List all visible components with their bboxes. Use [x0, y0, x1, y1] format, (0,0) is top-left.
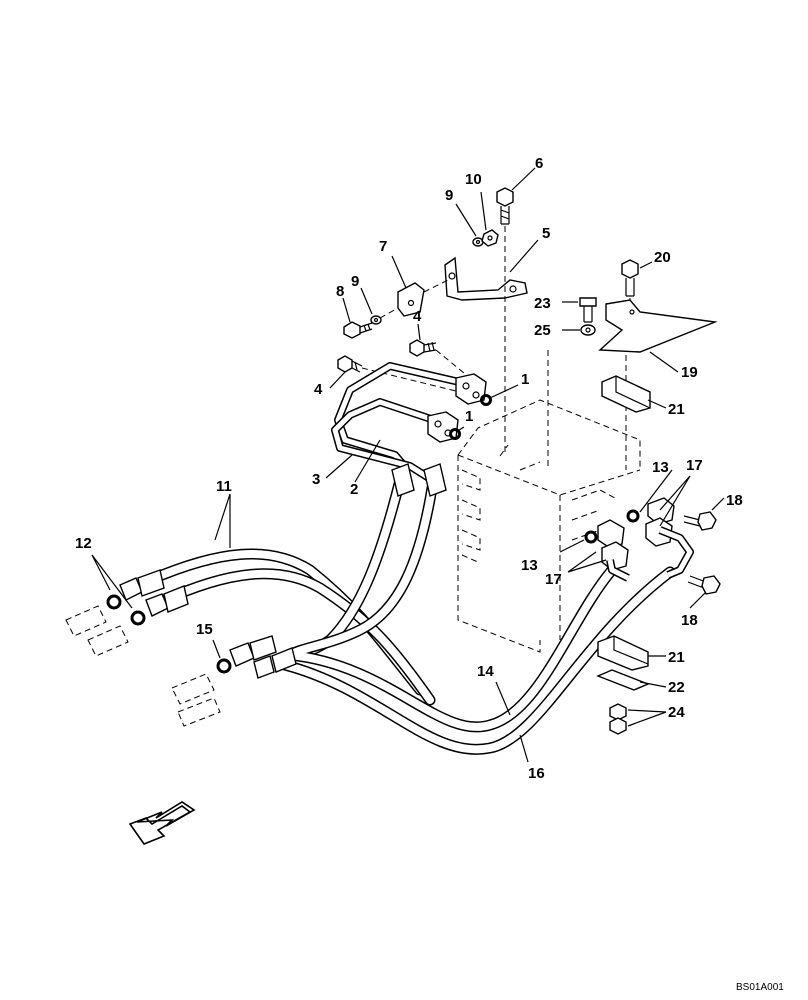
leader-lines [91, 167, 725, 763]
callout-23: 23 [534, 295, 551, 312]
bracket-19 [598, 299, 718, 353]
o-ring-1-upper [480, 394, 492, 406]
callout-4-upper: 4 [413, 308, 422, 325]
callout-14: 14 [477, 663, 494, 680]
callout-18-lower: 18 [681, 612, 698, 629]
pipe-3 [334, 362, 469, 478]
hose-11 [144, 548, 436, 706]
callout-8: 8 [336, 283, 344, 300]
o-ring-12-upper [106, 594, 122, 610]
callout-17-upper: 17 [686, 457, 703, 474]
nut-10 [481, 229, 499, 247]
hose-end-fittings-12 [119, 569, 189, 617]
bolt-4-axes [361, 349, 471, 393]
callout-20: 20 [654, 249, 671, 266]
callout-25: 25 [534, 322, 551, 339]
callout-9-top: 9 [445, 187, 453, 204]
callout-21-lower: 21 [668, 649, 685, 666]
bracket-5 [444, 256, 528, 301]
washer-9-left [370, 315, 382, 325]
callout-7: 7 [379, 238, 387, 255]
bolt-4-upper [409, 339, 437, 357]
bolt-20 [621, 259, 639, 297]
callout-10: 10 [465, 171, 482, 188]
callout-11: 11 [216, 478, 232, 495]
right-pipes [606, 526, 694, 582]
hose-end-fittings-15 [229, 635, 297, 679]
callout-18-upper: 18 [726, 492, 743, 509]
bolt-8 [343, 321, 373, 339]
callout-labels: 1 1 2 3 4 4 5 6 7 8 9 9 10 11 12 13 13 1… [75, 155, 743, 782]
o-ring-1-lower [449, 428, 461, 440]
nuts-24 [609, 703, 627, 735]
hose-16 [279, 474, 676, 755]
callout-17-lower: 17 [545, 571, 562, 588]
o-ring-15 [216, 658, 232, 674]
callout-13-lower: 13 [521, 557, 538, 574]
washer-9-top [472, 237, 484, 247]
callout-16: 16 [528, 765, 545, 782]
bolt-8-axis [379, 279, 449, 319]
clamp-21-upper [601, 375, 651, 413]
drawing-code: BS01A001 [736, 982, 784, 993]
callout-9-left: 9 [351, 273, 359, 290]
o-ring-13-upper [626, 509, 640, 523]
callout-2: 2 [350, 481, 358, 498]
callout-13-upper: 13 [652, 459, 669, 476]
callout-19: 19 [681, 364, 698, 381]
callout-3: 3 [312, 471, 320, 488]
bolt-6 [496, 187, 514, 225]
callout-1-upper: 1 [521, 371, 529, 388]
washer-25 [580, 324, 596, 336]
pipe-2 [331, 398, 442, 484]
clamp-21-lower [597, 635, 649, 671]
flange-upper [455, 373, 487, 405]
bolt-23 [579, 297, 597, 323]
callout-5: 5 [542, 225, 550, 242]
bolt-18-lower [687, 575, 721, 595]
callout-4-lower: 4 [314, 381, 323, 398]
callout-15: 15 [196, 621, 213, 638]
callout-12: 12 [75, 535, 92, 552]
front-direction-arrow-icon [128, 801, 196, 845]
o-ring-12-lower [130, 610, 146, 626]
hose-14 [284, 482, 618, 733]
elbow-fittings [391, 463, 447, 497]
callout-24: 24 [668, 704, 685, 721]
dashed-adapters [65, 605, 221, 727]
control-valve-outline [457, 399, 641, 653]
bolt-4-lower [337, 355, 363, 373]
callout-21-upper: 21 [668, 401, 685, 418]
o-ring-13-lower [584, 530, 598, 544]
split-flanges-17 [597, 497, 675, 571]
callout-22: 22 [668, 679, 685, 696]
callout-6: 6 [535, 155, 543, 172]
callout-1-lower: 1 [465, 408, 473, 425]
plate-22 [596, 669, 650, 691]
bolt-18-upper [683, 511, 717, 531]
